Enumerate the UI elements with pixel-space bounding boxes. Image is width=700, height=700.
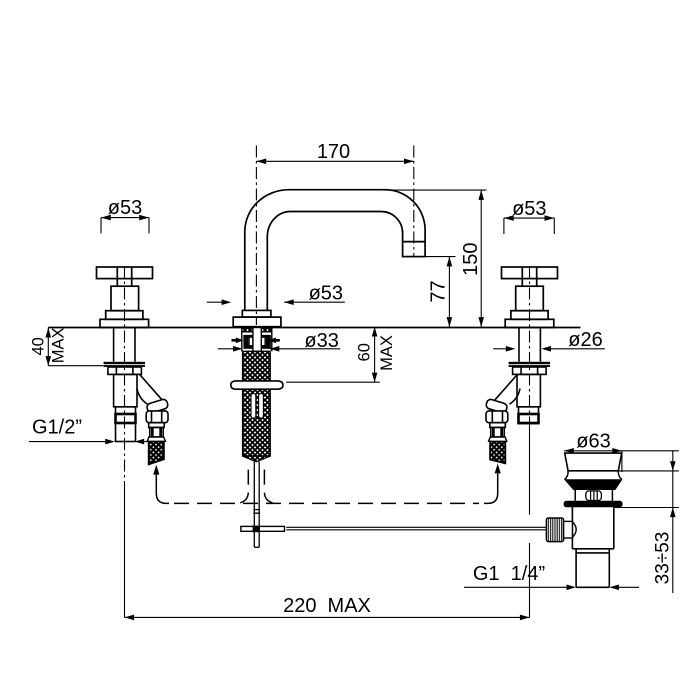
svg-text:60: 60 [356,343,374,361]
svg-text:220 MAX: 220 MAX [283,595,371,617]
svg-text:ø53: ø53 [309,283,343,305]
svg-text:33÷53: 33÷53 [653,532,674,585]
svg-text:150: 150 [460,243,482,276]
svg-text:MAX: MAX [50,328,68,364]
svg-text:G1 1/4”: G1 1/4” [473,563,545,585]
svg-text:77: 77 [428,280,450,302]
svg-text:MAX: MAX [378,335,396,371]
svg-text:40: 40 [29,337,47,355]
svg-text:G1/2”: G1/2” [32,416,82,438]
svg-text:ø63: ø63 [576,431,610,453]
svg-text:170: 170 [317,141,350,163]
svg-text:ø26: ø26 [568,329,602,351]
svg-text:ø53: ø53 [108,197,142,219]
svg-text:ø33: ø33 [304,330,338,352]
svg-text:ø53: ø53 [512,198,546,220]
